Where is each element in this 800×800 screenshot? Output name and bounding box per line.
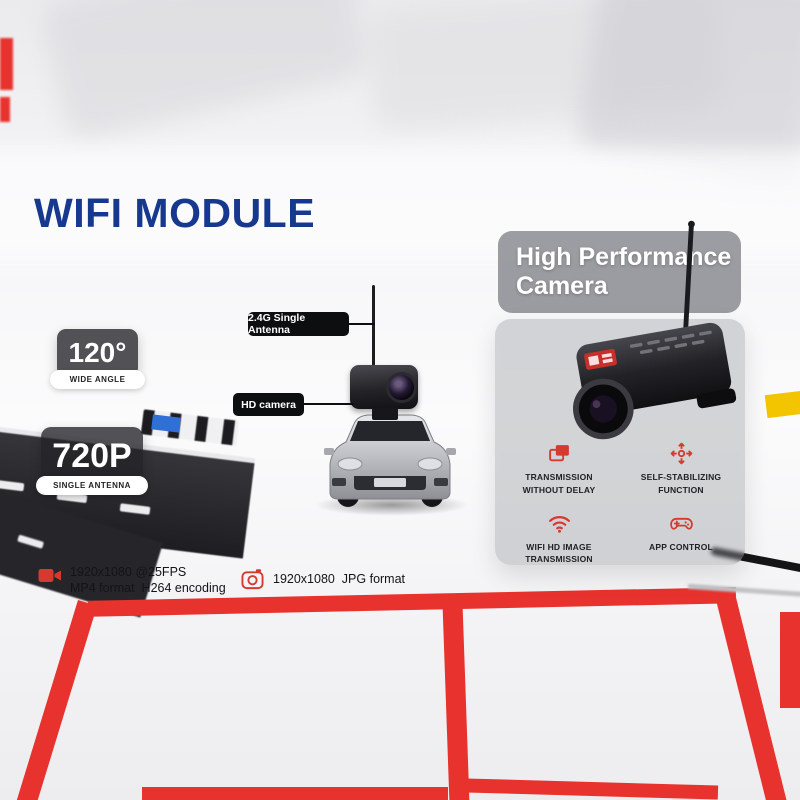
feature-item: SELF-STABILIZING FUNCTION [624, 441, 738, 497]
video-spec-line2: MP4 format H264 encoding [70, 581, 226, 595]
resolution-badge-label: SINGLE ANTENNA [36, 476, 148, 495]
feature-label: APP CONTROL [649, 541, 713, 552]
video-camera-icon [38, 566, 62, 585]
bg-red-stripe [780, 612, 800, 708]
page-title: WIFI MODULE [34, 190, 316, 236]
bg-yellow-chip [764, 390, 800, 419]
camera-lens [386, 372, 417, 403]
camera-mount [372, 408, 398, 420]
photo-spec-line1: 1920x1080 JPG format [273, 572, 406, 586]
video-spec: 1920x1080 @25FPS MP4 format H264 encodin… [38, 564, 226, 596]
bg-red-mark [0, 97, 10, 122]
feature-label: TRANSMISSION WITHOUT DELAY [522, 472, 596, 495]
feature-grid: TRANSMISSION WITHOUT DELAY SELF-STABILIZ… [502, 441, 738, 566]
gyro-stabilizer-icon [669, 441, 694, 466]
bg-red-stripe [142, 787, 448, 800]
hd-camera-module [350, 365, 418, 421]
bg-road-dash [119, 503, 151, 515]
angle-badge-value: 120° [57, 329, 138, 377]
car-antenna [372, 285, 375, 369]
rc-car-photo [324, 414, 456, 507]
product-camera-photo [573, 220, 737, 440]
photo-camera-icon [241, 568, 264, 590]
bg-road-dash [0, 479, 25, 492]
video-spec-line1: 1920x1080 @25FPS [70, 565, 187, 579]
panel-header: High Performance Camera [498, 231, 741, 313]
camera-callout: HD camera [233, 393, 304, 416]
feature-label: WIFI HD IMAGE TRANSMISSION [525, 541, 593, 565]
feature-item: TRANSMISSION WITHOUT DELAY [502, 441, 616, 497]
video-spec-text: 1920x1080 @25FPS MP4 format H264 encodin… [70, 564, 226, 596]
antenna-callout-line [348, 323, 375, 325]
feature-item: APP CONTROL [624, 511, 738, 567]
angle-badge-label: WIDE ANGLE [50, 370, 145, 389]
bg-blue-chip [151, 414, 181, 433]
gamepad-icon [669, 511, 694, 536]
panel-title: High Performance Camera [516, 243, 732, 300]
wifi-icon [547, 511, 572, 536]
bg-road-dash [17, 534, 45, 549]
bg-red-mark [0, 38, 13, 90]
resolution-badge-value: 720P [41, 427, 143, 485]
antenna-callout: 2.4G Single Antenna [248, 312, 349, 336]
feature-label: SELF-STABILIZING FUNCTION [640, 472, 722, 495]
camera-callout-line [303, 403, 354, 405]
feature-item: WIFI HD IMAGE TRANSMISSION [502, 511, 616, 567]
overlap-frames-icon [547, 441, 572, 466]
photo-spec: 1920x1080 JPG format [241, 566, 405, 592]
